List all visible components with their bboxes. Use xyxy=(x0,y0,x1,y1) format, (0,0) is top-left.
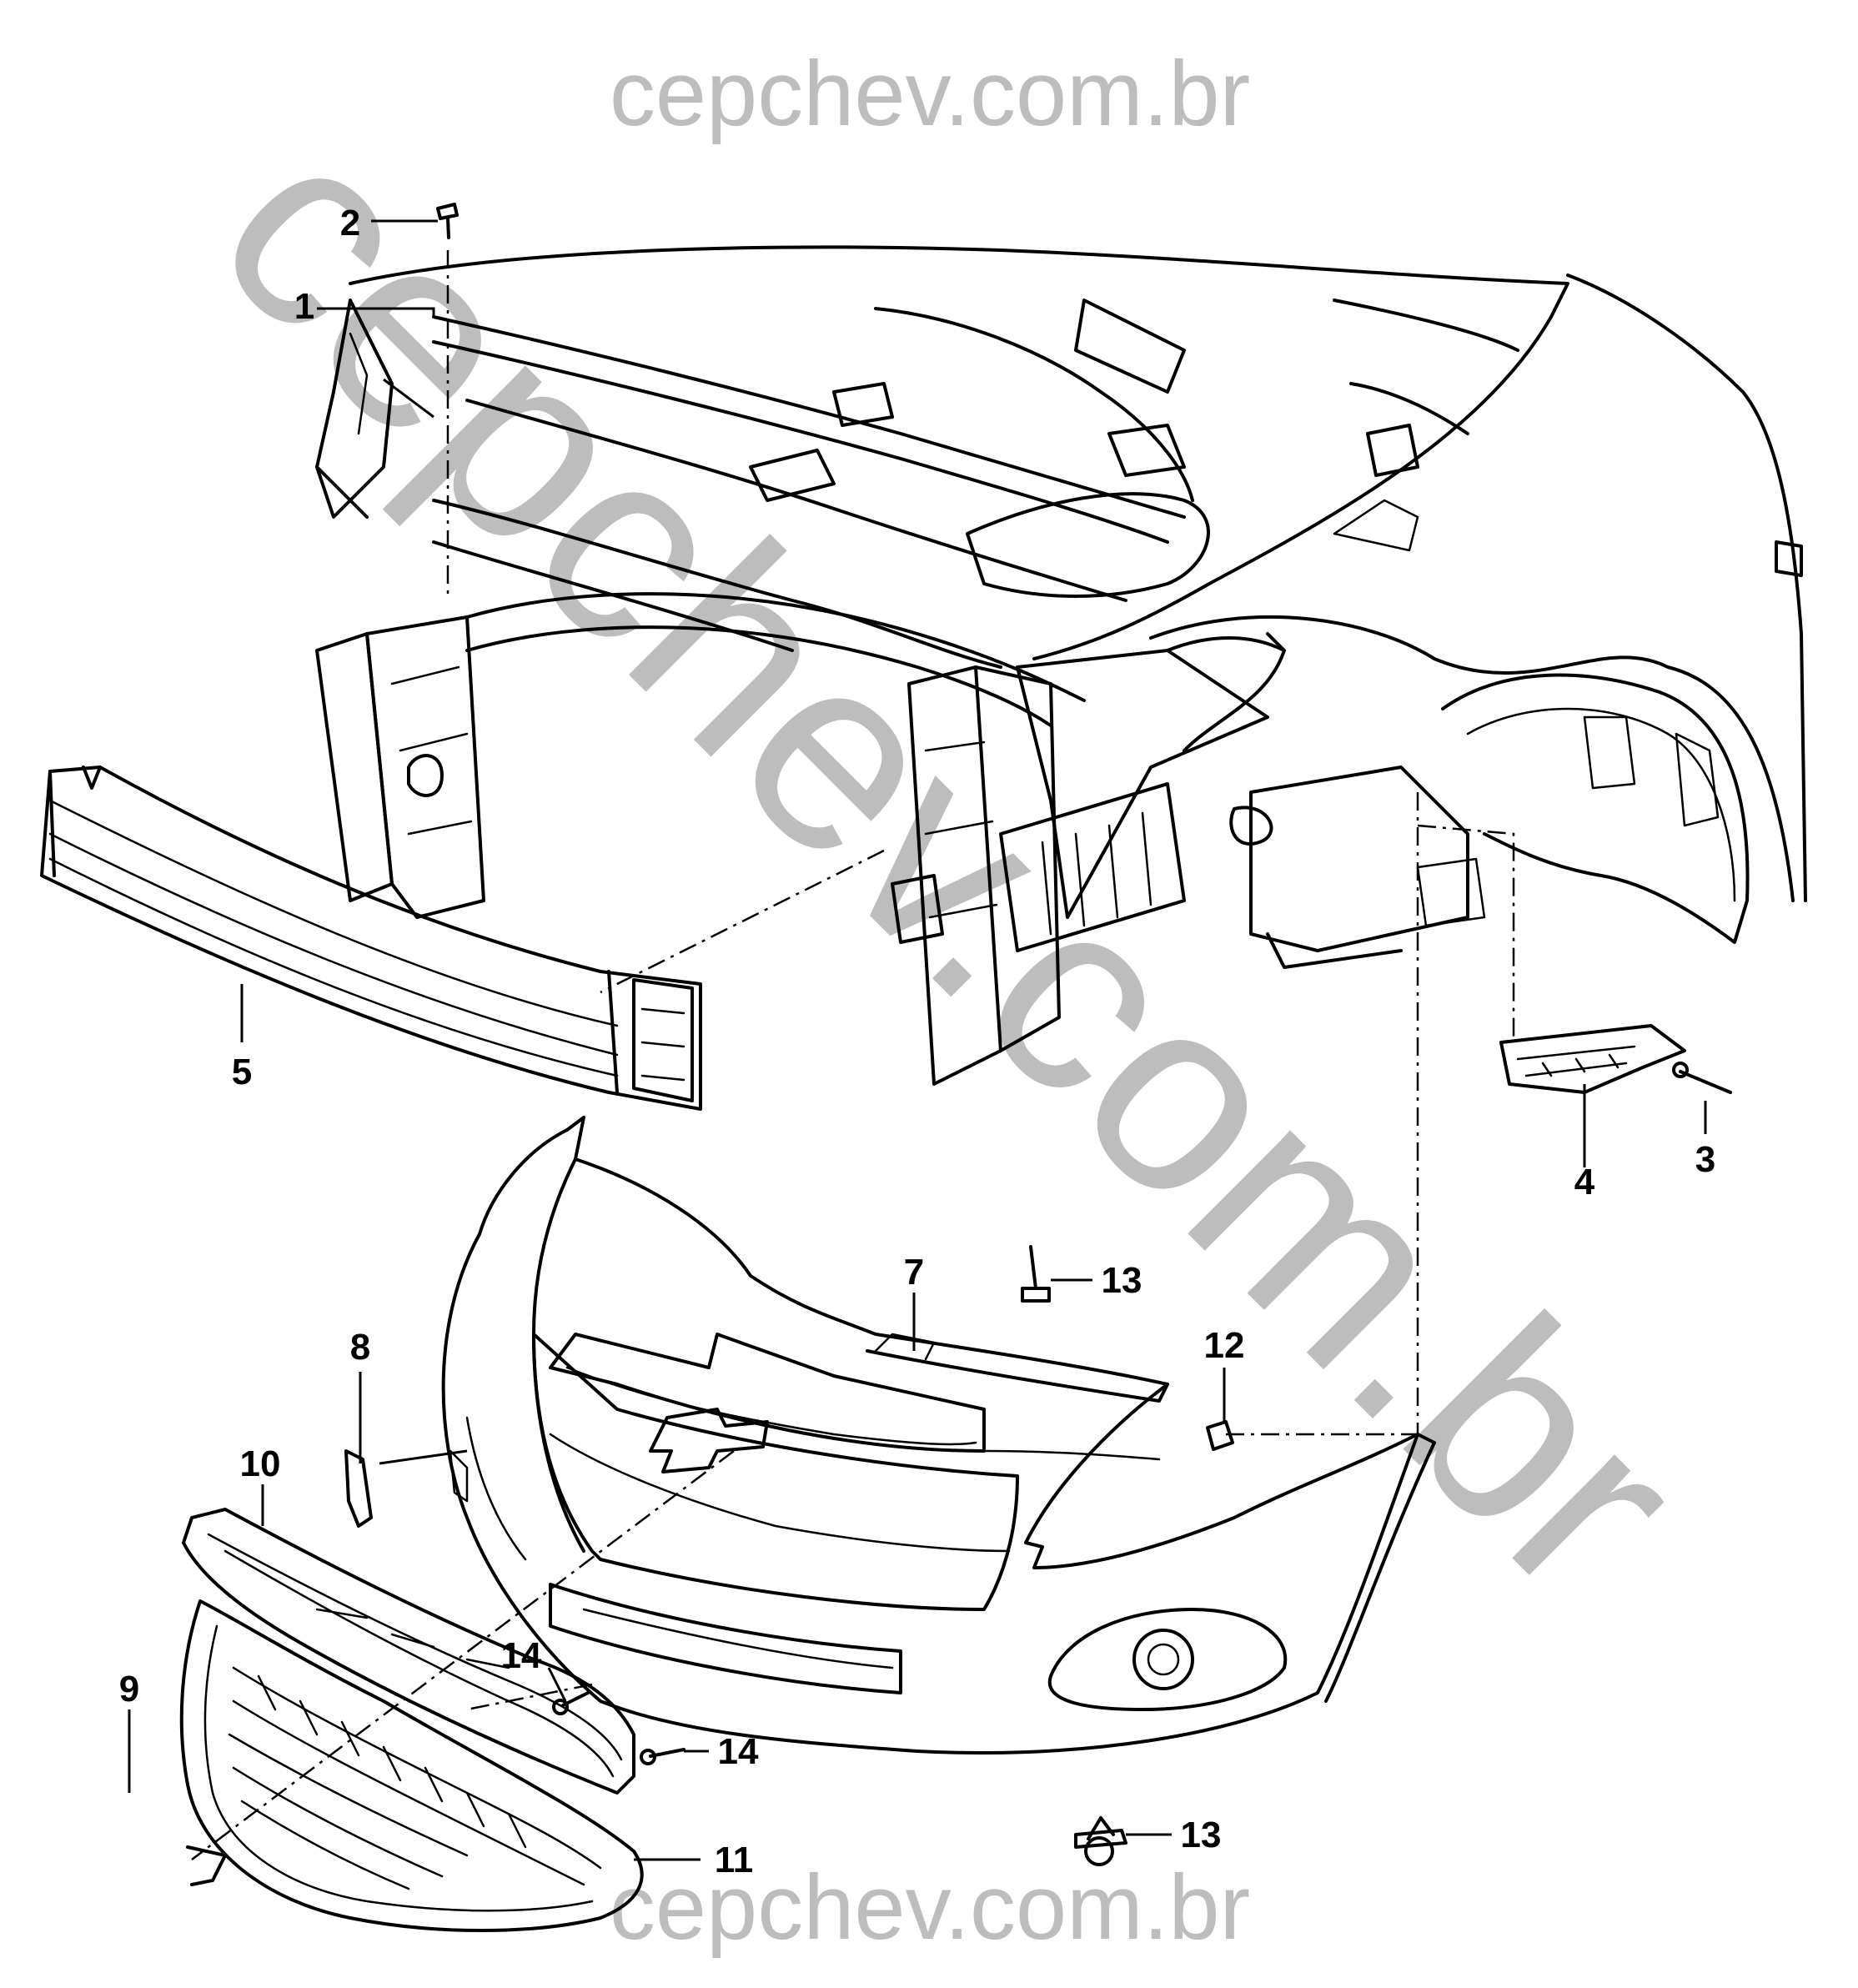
callout-1: 1 xyxy=(294,286,314,327)
upper-grille xyxy=(182,1508,635,1795)
pushpin-13b xyxy=(1074,1816,1127,1866)
alignment-lines xyxy=(191,250,1515,1860)
bumper-bracket xyxy=(1499,1024,1686,1094)
bumper-beam xyxy=(40,766,702,1111)
callout-14-upper: 14 xyxy=(501,1635,542,1676)
lower-grille xyxy=(179,1599,644,1932)
screw-13a xyxy=(1021,1245,1051,1303)
watermark-top: cepchev.com.br xyxy=(610,43,1250,145)
callout-13-lower: 13 xyxy=(1181,1815,1222,1855)
callout-11: 11 xyxy=(715,1840,754,1880)
corner-mark xyxy=(186,1845,227,1886)
leader-lines xyxy=(128,219,1707,1861)
callout-10: 10 xyxy=(240,1443,281,1484)
callout-8: 8 xyxy=(350,1327,370,1368)
cover-8 xyxy=(344,1449,373,1528)
callout-12: 12 xyxy=(1204,1325,1245,1366)
clip-12 xyxy=(1206,1420,1234,1451)
watermark-bottom: cepchev.com.br xyxy=(610,1856,1250,1959)
callout-2: 2 xyxy=(340,203,360,243)
callout-14-lower: 14 xyxy=(718,1731,759,1772)
callout-13-upper: 13 xyxy=(1102,1260,1142,1301)
callout-3: 3 xyxy=(1695,1139,1715,1180)
callout-5: 5 xyxy=(232,1052,252,1092)
bumper-fascia xyxy=(441,1116,1436,1755)
fender-wheel-arch xyxy=(1149,274,1807,944)
screw-14a xyxy=(552,1691,590,1715)
screw-14b xyxy=(640,1748,685,1765)
callout-4: 4 xyxy=(1574,1162,1595,1202)
front-structure xyxy=(315,245,1569,1086)
callout-7: 7 xyxy=(904,1252,924,1293)
bolt-3 xyxy=(1672,1062,1732,1094)
watermark-diagonal: cepchev.com.br xyxy=(162,74,1740,1652)
callout-9: 9 xyxy=(119,1669,139,1709)
callouts: 2 1 3 4 5 7 8 9 10 11 12 13 13 14 14 xyxy=(119,203,1715,1880)
screw-2 xyxy=(436,203,459,239)
